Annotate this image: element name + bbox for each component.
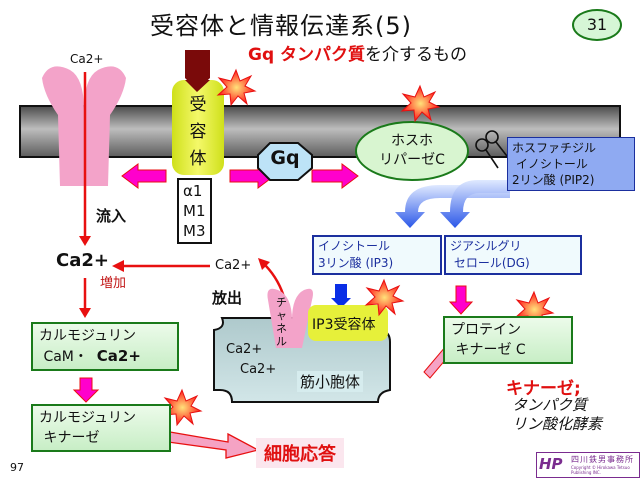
- cam-kinase-box: カルモジュリン キナーゼ: [31, 404, 171, 452]
- pkc-line: キナーゼ C: [451, 342, 526, 358]
- scissors-icon: [475, 130, 511, 169]
- cam-ca-text: Ca2+: [96, 347, 141, 365]
- ip3-line: 3リン酸 (IP3): [318, 256, 394, 270]
- gq-label: Gq: [270, 147, 300, 169]
- sr-channel: [267, 288, 313, 348]
- calmodulin-line: CaM・ Ca2+: [39, 346, 171, 367]
- receptor-char: 容: [189, 122, 207, 142]
- calmodulin-box: カルモジュリン CaM・ Ca2+: [31, 322, 179, 371]
- subtype-item: M3: [183, 222, 206, 240]
- pip2-box: ホスファチジル イノシトール 2リン酸 (PIP2): [507, 137, 635, 191]
- arrow-pip2-to-ip3: [395, 185, 510, 228]
- kinase-note-line: リン酸化酵素: [512, 415, 603, 433]
- receptor-body: [172, 80, 224, 175]
- activation-burst: [364, 278, 405, 317]
- arrow-calmodulin-to-kinase: [72, 377, 100, 403]
- kinase-note-desc: タンパク質 リン酸化酵素: [512, 396, 602, 434]
- plc-label: ホスホ リパーゼC: [362, 132, 462, 170]
- cam-kinase-line: キナーゼ: [39, 430, 100, 446]
- plc-line: ホスホ: [391, 133, 433, 149]
- channel-char: ャ: [276, 309, 287, 322]
- ip3-line: イノシトール: [318, 239, 391, 253]
- channel-char: チ: [276, 296, 287, 309]
- receptor-label: 受 容 体: [186, 92, 210, 173]
- channel-char: ネ: [276, 322, 287, 335]
- cam-text: CaM・: [43, 349, 88, 365]
- publisher-logo: HP 四川鉄男事務所 Copyright © Hirokawa Tetsuo P…: [536, 452, 640, 478]
- arrow-gq-to-plc: [311, 163, 359, 189]
- page-title: 受容体と情報伝達系(5): [150, 12, 412, 40]
- ip3-box: イノシトール 3リン酸 (IP3): [312, 235, 442, 275]
- released-ca-label: Ca2+: [215, 258, 252, 273]
- activation-burst: [400, 84, 441, 123]
- cell-response-label: 細胞応答: [256, 438, 344, 468]
- activation-burst: [162, 388, 203, 427]
- ip3-receptor-label: IP3受容体: [312, 317, 376, 333]
- arrow-dg-to-pkc: [448, 285, 474, 315]
- calcium-channel: [42, 66, 126, 186]
- logo-copyright: Copyright © Hirokawa Tetsuo Publishing I…: [571, 465, 630, 475]
- subtype-item: M1: [183, 202, 206, 220]
- plc-shape: [355, 121, 469, 181]
- receptor-char: 受: [189, 95, 207, 115]
- receptor-char: 体: [189, 149, 207, 169]
- sr-ca-label: Ca2+: [226, 342, 263, 357]
- receptor-subtypes: α1 M1 M3: [177, 178, 212, 244]
- pkc-box: プロテイン キナーゼ C: [443, 316, 573, 364]
- plc-line: リパーゼC: [379, 152, 445, 168]
- arrow-kinase-to-response: [167, 431, 260, 459]
- slide-number-badge: 31: [572, 9, 622, 41]
- arrow-receptor-to-channel: [121, 163, 167, 189]
- pip2-line: イノシトール: [512, 157, 588, 171]
- subtitle-rest: を介するもの: [365, 45, 468, 65]
- subtitle-highlight: Gq タンパク質: [248, 45, 366, 65]
- gq-protein-shape: [257, 142, 313, 181]
- arrow-pip2-to-dg: [440, 180, 510, 228]
- increase-label: 増加: [100, 276, 127, 291]
- subtitle: Gq タンパク質を介するもの: [248, 40, 467, 65]
- logo-mark: HP: [539, 455, 563, 473]
- sr-label: 筋小胞体: [297, 371, 364, 392]
- channel-char: ル: [276, 335, 287, 348]
- release-label: 放出: [212, 289, 243, 307]
- logo-org: 四川鉄男事務所: [571, 455, 634, 464]
- pip2-line: 2リン酸 (PIP2): [512, 173, 595, 187]
- influx-label: 流入: [96, 207, 127, 225]
- dg-line: セロール(DG): [450, 256, 530, 270]
- ip3-receptor-shape: [308, 305, 388, 341]
- subtype-item: α1: [183, 182, 203, 200]
- kinase-note-title: キナーゼ;: [506, 379, 581, 399]
- dg-line: ジアシルグリ: [450, 239, 522, 253]
- cytosol-ca-label: Ca2+: [56, 250, 109, 271]
- pip2-line: ホスファチジル: [512, 141, 597, 155]
- sr-channel-label: チ ャ ネ ル: [276, 296, 287, 348]
- cam-kinase-line: カルモジュリン: [39, 410, 137, 426]
- activation-burst: [216, 68, 257, 107]
- page-number: 97: [10, 461, 24, 474]
- calmodulin-line: カルモジュリン: [39, 328, 137, 344]
- dg-box: ジアシルグリ セロール(DG): [444, 235, 582, 275]
- sr-ca-label: Ca2+: [240, 362, 277, 377]
- ca-influx-label: Ca2+: [70, 52, 104, 66]
- pkc-line: プロテイン: [451, 322, 521, 338]
- arrow-ip3-to-receptor: [331, 284, 351, 308]
- kinase-note-line: タンパク質: [512, 396, 588, 414]
